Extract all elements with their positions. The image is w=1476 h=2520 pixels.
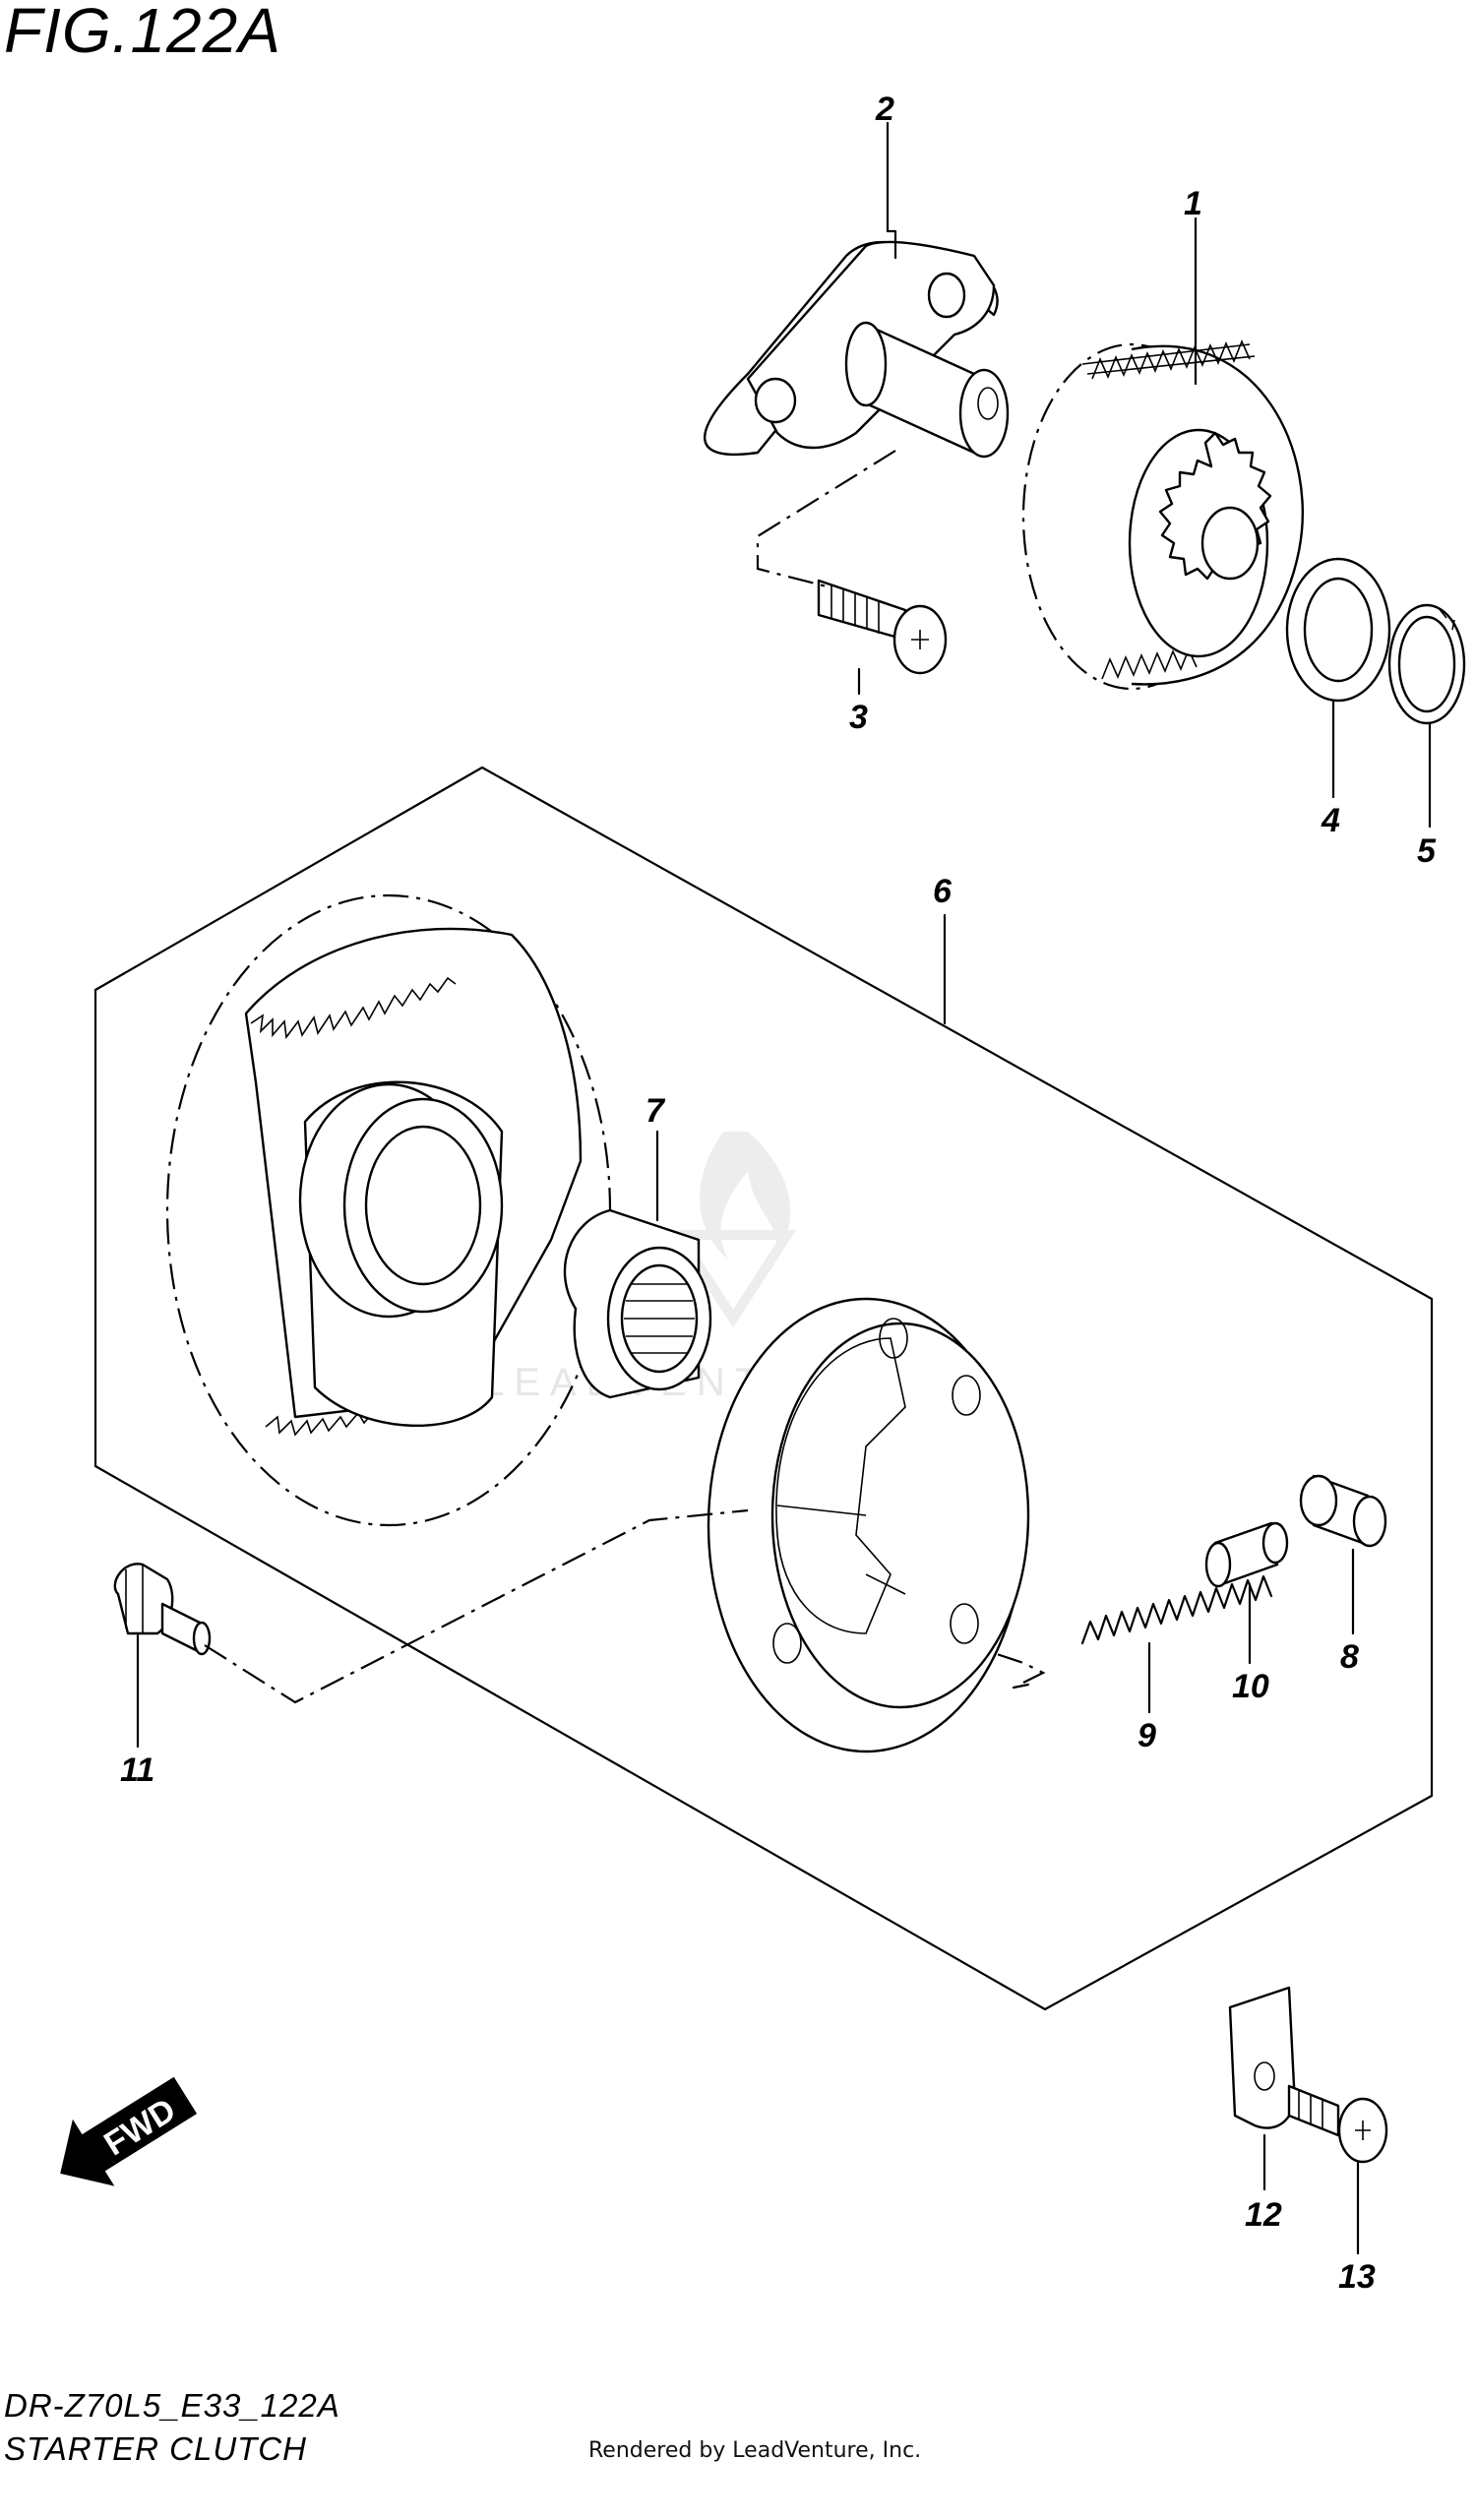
- callout-7: 7: [646, 1092, 666, 1130]
- callout-13: 13: [1338, 2258, 1376, 2296]
- part-7-needle-bearing: [563, 1208, 712, 1399]
- callout-labels: 2 1 3 4 5 6 7 8 9 10 11 12 13: [120, 91, 1437, 2296]
- model-code: DR-Z70L5_E33_122A: [4, 2387, 340, 2424]
- part-9-spring: [1080, 1574, 1273, 1645]
- callout-1: 1: [1184, 185, 1202, 222]
- callout-9: 9: [1138, 1717, 1156, 1754]
- callout-8: 8: [1340, 1638, 1359, 1676]
- part-13-screw: [1287, 2084, 1388, 2164]
- callout-4: 4: [1321, 802, 1340, 839]
- part-6-clutch-body: [707, 1297, 1030, 1753]
- part-2-shaft-plate: [704, 240, 1010, 459]
- part-8-roller: [1299, 1474, 1387, 1548]
- part-11-bolt: [113, 1563, 212, 1656]
- section-name: STARTER CLUTCH: [4, 2430, 307, 2467]
- render-credit: Rendered by LeadVenture, Inc.: [588, 2438, 922, 2463]
- part-5-circlip: [1387, 603, 1466, 725]
- part-1-gear: [1021, 338, 1304, 691]
- callout-3: 3: [849, 699, 868, 736]
- callout-10: 10: [1232, 1668, 1269, 1705]
- leader-lines: [136, 121, 1432, 2255]
- part-4-washer: [1285, 557, 1391, 703]
- part-6-driven-gear: [165, 893, 612, 1527]
- callout-11: 11: [120, 1752, 154, 1789]
- part-10-cap: [1204, 1521, 1289, 1588]
- figure-title: FIG.122A: [4, 0, 281, 66]
- callout-6: 6: [933, 873, 953, 910]
- callout-2: 2: [875, 91, 894, 128]
- part-6-group-outline: [93, 766, 1434, 2011]
- callout-12: 12: [1245, 2196, 1282, 2234]
- forward-direction-arrow: FWD: [60, 2076, 198, 2186]
- part-12-bracket: [1228, 1986, 1296, 2129]
- callout-5: 5: [1417, 832, 1437, 870]
- part-3-screw: [817, 579, 948, 675]
